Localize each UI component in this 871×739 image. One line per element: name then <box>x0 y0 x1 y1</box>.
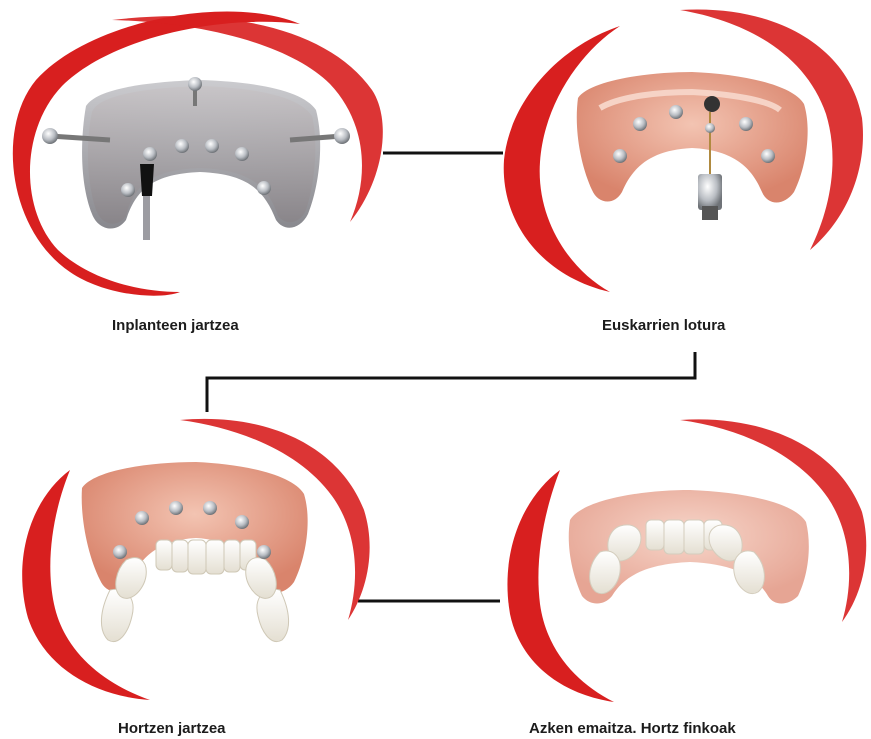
step-3-label: Hortzen jartzea <box>118 720 226 737</box>
abutment-model-icon <box>577 72 808 220</box>
final-teeth-icon <box>569 490 809 604</box>
step-4-illustration: Azken emaitza. Hortz finkoak <box>507 419 866 737</box>
connector-2-3 <box>207 352 695 412</box>
step-2-label: Euskarrien lotura <box>602 317 726 334</box>
teeth-placement-icon <box>82 462 308 642</box>
step-3-illustration: Hortzen jartzea <box>22 419 369 737</box>
step-4-label: Azken emaitza. Hortz finkoak <box>529 720 736 737</box>
step-1-label: Inplanteen jartzea <box>112 317 239 334</box>
step-1-illustration: Inplanteen jartzea <box>13 11 383 334</box>
red-swoosh-icon <box>504 9 863 292</box>
surgical-guide-icon <box>42 77 350 240</box>
step-2-illustration: Euskarrien lotura <box>504 9 863 334</box>
